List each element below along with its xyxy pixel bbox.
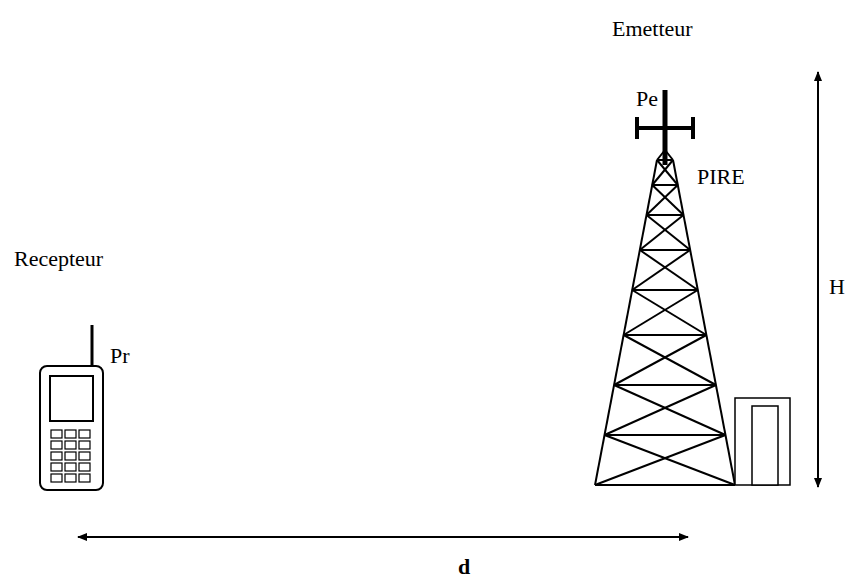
dimension-arrows xyxy=(78,72,818,537)
transmitter-tower xyxy=(595,150,735,485)
height-label: H xyxy=(829,276,845,298)
power-label: Pe xyxy=(636,88,658,110)
distance-label: d xyxy=(458,556,470,578)
receiver-label: Recepteur xyxy=(14,248,103,270)
title-label: Emetteur xyxy=(612,18,693,40)
eirp-label: PIRE xyxy=(697,166,745,188)
phone-receiver xyxy=(40,325,103,490)
power-label: Pr xyxy=(110,345,130,367)
equipment-shelter xyxy=(735,398,790,485)
